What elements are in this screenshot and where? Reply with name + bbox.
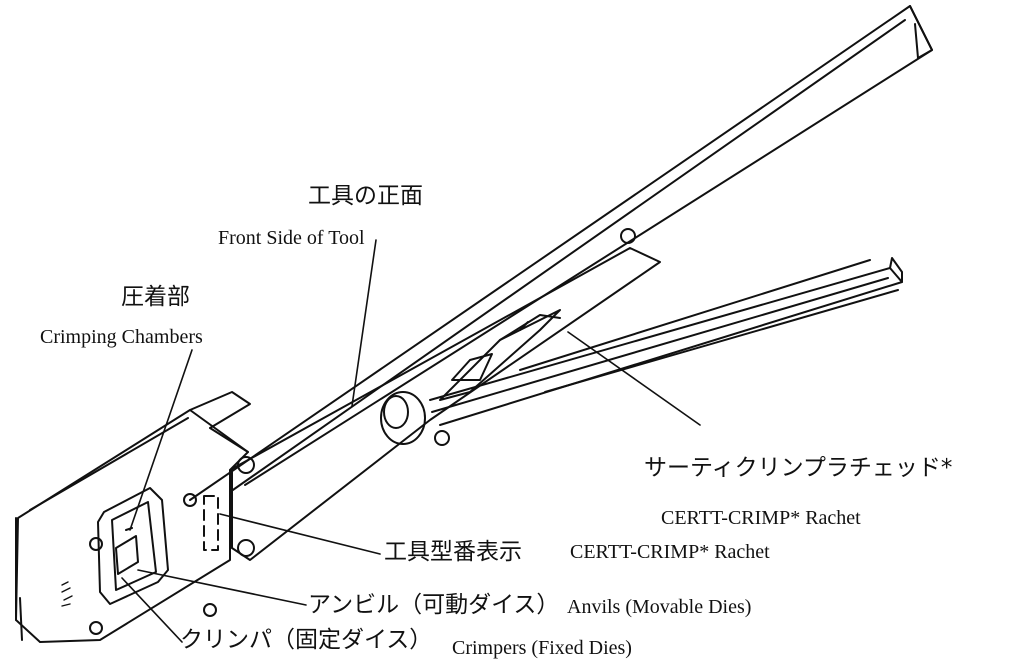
- leader-crimpers: [121, 577, 183, 643]
- leader-ratchet: [567, 331, 701, 426]
- leader-lines: [121, 239, 701, 643]
- label-front-side-en: Front Side of Tool: [218, 227, 365, 249]
- label-anvils-jp: アンビル（可動ダイス）: [308, 592, 560, 618]
- front-plate: [229, 247, 661, 561]
- tool-head: [15, 391, 251, 643]
- lower-handle: [429, 257, 903, 426]
- upper-handle: [189, 5, 933, 501]
- leader-anvils: [137, 569, 307, 606]
- label-crimpers-jp: クリンパ（固定ダイス）: [180, 627, 433, 653]
- label-crimpers-en: Crimpers (Fixed Dies): [452, 637, 632, 659]
- label-model-jp: 工具型番表示: [384, 539, 522, 565]
- label-crimping-jp: 圧着部: [121, 284, 190, 310]
- ratchet-mechanism: [434, 309, 561, 446]
- main-pivot: [380, 391, 426, 445]
- crimping-chamber: [97, 487, 169, 605]
- model-number-plate: [203, 495, 219, 551]
- label-anvils-en: Anvils (Movable Dies): [567, 596, 752, 618]
- ratchet-pivot: [434, 430, 450, 446]
- leader-model-number: [219, 513, 381, 555]
- leader-crimping-chamber: [129, 349, 193, 531]
- label-ratchet-jp: サーティクリンプラチェッド*: [644, 455, 953, 481]
- leader-front-side: [351, 239, 377, 407]
- label-crimping-en: Crimping Chambers: [40, 326, 203, 348]
- label-model-en: CERTT-CRIMP* Rachet: [570, 541, 770, 563]
- label-front-side-jp: 工具の正面: [308, 183, 423, 209]
- handle-rivet: [620, 228, 636, 244]
- plate-screws: [89, 456, 255, 635]
- engraved-marks: [61, 581, 73, 607]
- label-ratchet-en: CERTT-CRIMP* Rachet: [661, 507, 861, 529]
